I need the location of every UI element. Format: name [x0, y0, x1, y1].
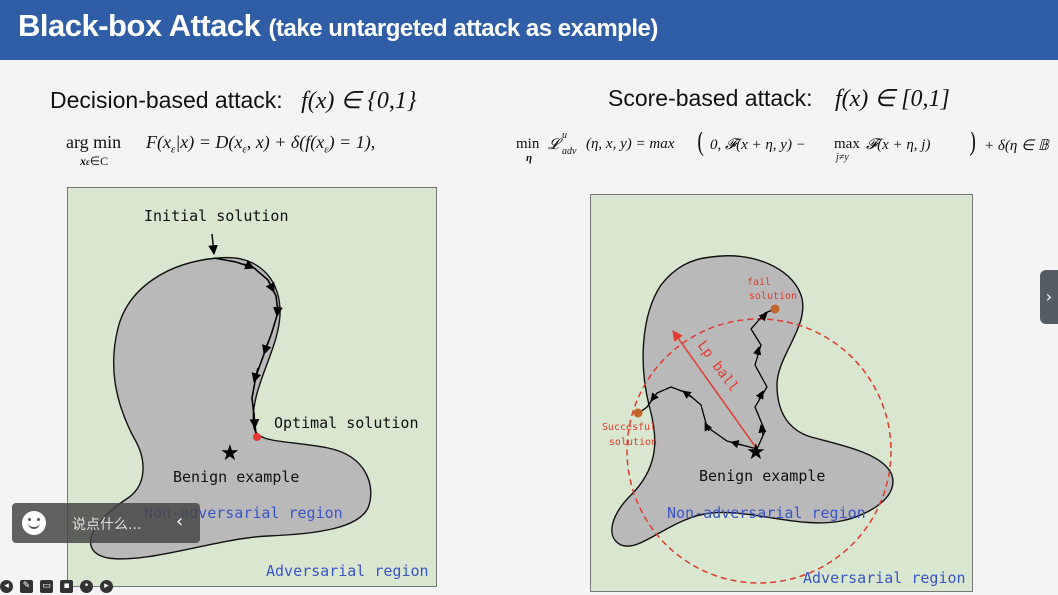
fail-solution-dot: [770, 304, 780, 314]
chevron-right-icon: ›: [1045, 287, 1053, 306]
score-formula-tail: + δ(η ∈ 𝔹: [984, 138, 1049, 154]
score-heading-math: f(x) ∈ [0,1]: [834, 86, 950, 112]
score-formula-inner2: 𝓕(x + η, j): [866, 137, 931, 153]
title-bar: Black-box Attack (take untargeted attack…: [0, 0, 1058, 60]
benign-example-label: Benign example: [173, 468, 299, 486]
score-formula-paren-close: ): [969, 132, 976, 157]
decision-heading-math: f(x) ∈ {0,1}: [301, 88, 417, 114]
score-formula-max-sub: j≠y: [836, 152, 849, 163]
successful-solution-dot: [633, 408, 643, 418]
score-diagram: ★ fail solution Succesful solution Lp ba…: [602, 255, 966, 587]
pen-icon[interactable]: ✎: [20, 580, 33, 593]
score-formula-max: max: [834, 136, 860, 152]
score-formula-paren-open: (: [697, 132, 704, 157]
score-heading-text: Score-based attack:: [608, 85, 813, 111]
score-formula-args: (η, x, y) = max: [586, 136, 675, 152]
optimal-solution-dot: [253, 433, 261, 441]
benign-star-icon: ★: [220, 441, 240, 466]
score-formula-L: 𝓛: [548, 137, 559, 153]
fail-label-line1: fail: [747, 277, 771, 288]
slide-title-sub: (take untargeted attack as example): [268, 15, 659, 42]
lp-radius-arrow: [672, 330, 758, 450]
path-arrows: [243, 260, 283, 429]
non-adversarial-region-shape: [611, 255, 894, 547]
decision-formula-sub: xε∈C: [80, 154, 109, 168]
decision-formula-body: F(xε|x) = D(xε, x) + δ(f(xε) = 1),: [146, 132, 376, 156]
score-formula-L-sub: adv: [562, 146, 577, 157]
benign-example-label: Benign example: [699, 467, 825, 485]
emoji-icon[interactable]: [22, 511, 46, 535]
slide-title-main: Black-box Attack: [18, 8, 261, 43]
optimal-solution-label: Optimal solution: [274, 414, 419, 432]
chat-input-bar[interactable]: 说点什么... ‹: [12, 503, 200, 543]
score-heading: Score-based attack: f(x) ∈ [0,1]: [608, 84, 950, 113]
fail-label-line2: solution: [749, 291, 797, 302]
score-formula: min η 𝓛 u adv (η, x, y) = max ( 0, 𝓕(x +…: [516, 132, 1056, 172]
successful-label-line2: solution: [609, 437, 657, 448]
decision-heading: Decision-based attack: f(x) ∈ {0,1}: [50, 86, 416, 115]
forward-icon[interactable]: ▸: [100, 580, 113, 593]
decision-diagram: ★ Initial solution Optimal solution Beni…: [89, 207, 429, 580]
non-adversarial-label: Non-adversarial region: [667, 504, 866, 522]
initial-solution-label: Initial solution: [144, 207, 289, 225]
non-adversarial-region-shape: [89, 256, 372, 560]
successful-label-line1: Succesful: [602, 422, 656, 433]
adversarial-label: Adversarial region: [803, 569, 966, 587]
bottom-toolbar: ◂ ✎ ▭ ▪ • ▸: [0, 578, 130, 595]
decision-heading-text: Decision-based attack:: [50, 87, 283, 113]
benign-star-icon: ★: [746, 440, 766, 465]
score-path-arrows: [650, 312, 768, 449]
score-formula-inner1: 0, 𝓕(x + η, y) −: [710, 137, 806, 153]
score-formula-min-sub: η: [526, 152, 533, 164]
camera-icon[interactable]: ▪: [60, 580, 73, 593]
more-icon[interactable]: •: [80, 580, 93, 593]
score-formula-min: min: [516, 136, 540, 152]
score-panel: ★ fail solution Succesful solution Lp ba…: [590, 194, 973, 592]
decision-formula-op: arg min: [66, 132, 122, 152]
slide-title: Black-box Attack (take untargeted attack…: [18, 8, 658, 44]
next-slide-button[interactable]: ›: [1040, 270, 1058, 324]
chevron-left-icon[interactable]: ‹: [176, 511, 184, 532]
score-formula-L-sup: u: [562, 132, 567, 141]
back-icon[interactable]: ◂: [0, 580, 13, 593]
chat-placeholder[interactable]: 说点什么...: [72, 517, 142, 533]
initial-arrow: [208, 233, 218, 255]
caption-icon[interactable]: ▭: [40, 580, 53, 593]
adversarial-label: Adversarial region: [266, 562, 429, 580]
